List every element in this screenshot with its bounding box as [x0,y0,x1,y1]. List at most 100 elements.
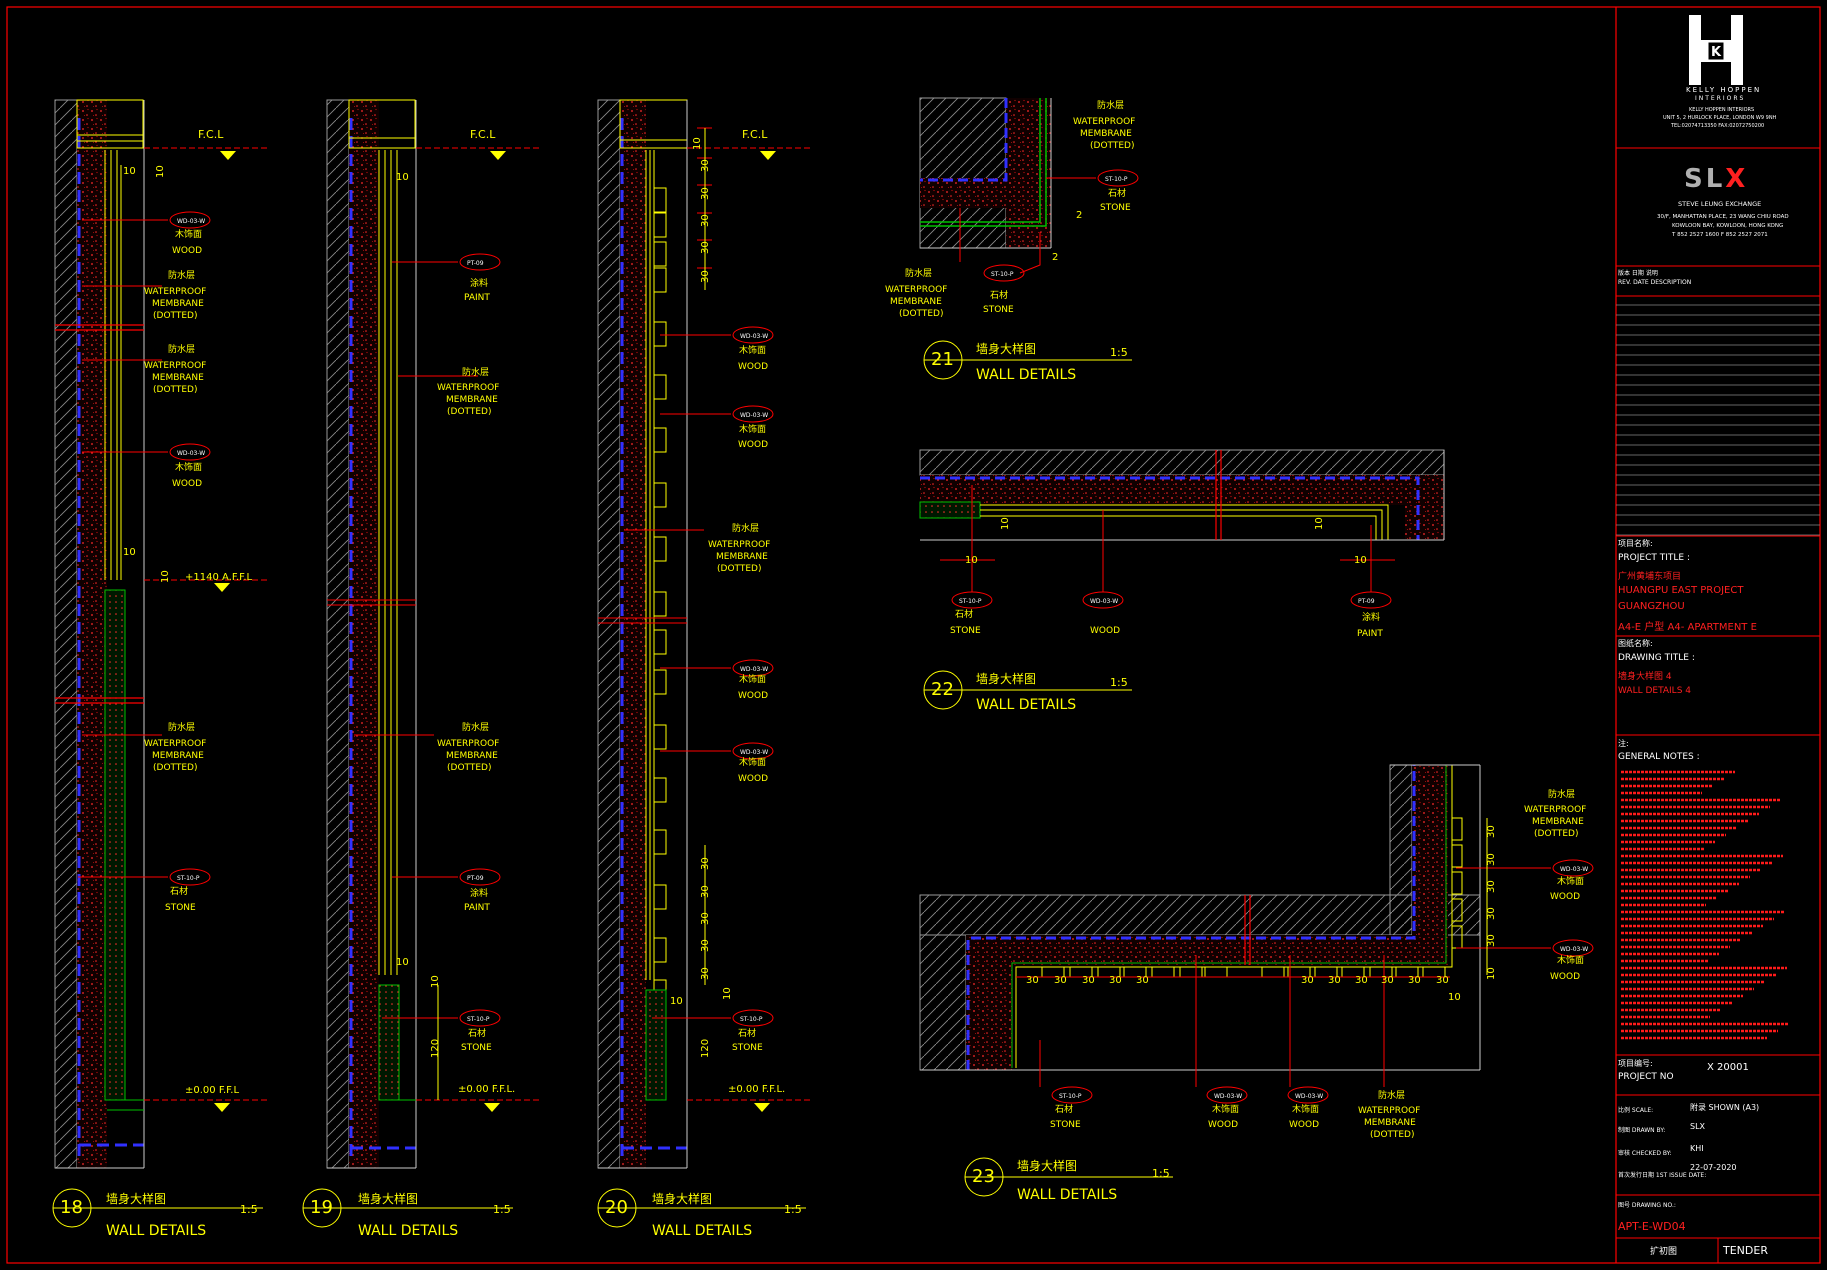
wp-label-3: (DOTTED) [1090,141,1135,151]
stone-cn: 石材 [468,1027,486,1039]
material-tag [732,326,774,344]
material-tag [732,742,774,760]
wood-strip [653,777,667,803]
dim-10: 10 [1314,517,1325,530]
checked-by-label: 审核 CHECKED BY: [1618,1150,1672,1157]
detail-number: 23 [972,1166,995,1187]
wood-strip [653,482,667,508]
material-tag-code: WD-03-W [1090,598,1118,605]
dim-30: 30 [1436,975,1449,986]
level-marker [214,583,230,592]
detail-23 [919,764,1481,1071]
material-tag-code: ST-10-P [1059,1093,1082,1100]
project-no-cn: 项目编号: [1618,1059,1653,1068]
material-tag-code: PT-09 [1358,598,1375,605]
wood-strip [653,591,667,617]
sheet-frame [6,6,1821,1264]
wp-label-3: (DOTTED) [717,564,762,574]
dim-30: 30 [1486,853,1497,866]
issue-date-value: 22-07-2020 [1690,1163,1737,1172]
wood-cn: 木饰面 [1292,1103,1319,1115]
stone-label: STONE [461,1043,492,1053]
wood-label: WOOD [1090,626,1120,636]
dim-30: 30 [1408,975,1421,986]
title-block-grid [1616,147,1820,1263]
drawing-no-value: APT-E-WD04 [1618,1220,1686,1233]
wood-label: WOOD [738,691,768,701]
material-tag [1097,169,1139,187]
material-tag-code: WD-03-W [740,666,768,673]
dim-30: 30 [700,885,711,898]
material-tag [1552,939,1594,957]
slx-logo-text: SL [1684,164,1726,194]
wp-label-2: MEMBRANE [716,552,768,562]
detail-20 [597,99,688,1169]
detail-20-wood-strips [653,187,667,1005]
stone-label: STONE [1100,203,1131,213]
wood-strip [653,669,667,695]
detail-scale: 1:5 [1152,1167,1170,1180]
detail-title-23: 23 墙身大样图 1:5 WALL DETAILS [964,1157,1173,1203]
wp-cn: 防水层 [1378,1089,1405,1101]
wood-cn: 木饰面 [1557,954,1584,966]
material-tag-code: ST-10-P [991,271,1014,278]
wood-strip [653,321,667,347]
detail-title-en: WALL DETAILS [358,1223,458,1239]
wood-strip [1451,898,1463,922]
wp-cn: 防水层 [905,267,932,279]
wp-label-3: (DOTTED) [153,763,198,773]
detail-number: 19 [310,1197,333,1218]
general-notes-cn: 注: [1618,739,1629,748]
leader-line [1019,232,1041,274]
revision-header-en: REV. DATE DESCRIPTION [1618,279,1692,286]
detail-title-22: 22 墙身大样图 1:5 WALL DETAILS [923,670,1132,713]
project-no-en: PROJECT NO [1618,1072,1674,1082]
detail-title-21: 21 墙身大样图 1:5 WALL DETAILS [923,340,1132,383]
material-tag [169,443,211,461]
detail-title-en: WALL DETAILS [1017,1187,1117,1203]
paint-cn: 涂料 [1362,611,1380,623]
dim-30: 30 [700,939,711,952]
designer-sub: INTERIORS [1695,95,1746,102]
dim-10: 10 [965,555,978,566]
stage-cn: 扩初图 [1650,1247,1678,1257]
detail-title-cn: 墙身大样图 [1017,1158,1077,1173]
notes-block [1621,770,1789,1040]
stone-cn: 石材 [990,289,1008,301]
detail-titles: 18 墙身大样图 1:5 WALL DETAILS 19 墙身大样图 1:5 W… [52,340,1173,1239]
ffl-label: ±0.00 F.F.L [185,1085,239,1096]
wp-label-2: MEMBRANE [152,373,204,383]
material-tag-code: WD-03-W [740,412,768,419]
project-line-1: 广州黄埔东项目 [1618,572,1682,582]
drawing-title-line-2: WALL DETAILS 4 [1618,686,1691,696]
material-tag [459,868,501,886]
material-tag-code: ST-10-P [467,1016,490,1023]
wood-label: WOOD [1208,1120,1238,1130]
wood-strip [653,374,667,400]
slx-logo: SLX [1684,164,1748,194]
material-tag [983,264,1025,282]
wp-label-2: MEMBRANE [1364,1118,1416,1128]
wood-strip [653,829,667,855]
dim-30: 30 [700,270,711,283]
detail-22 [919,449,1445,541]
wp-label-2: MEMBRANE [890,297,942,307]
level-marker [214,1103,230,1112]
detail-21 [919,97,1052,249]
wp-label-3: (DOTTED) [447,407,492,417]
dim-30: 30 [700,241,711,254]
wp-label-1: WATERPROOF [1358,1106,1420,1116]
level-marker [484,1103,500,1112]
designer-address-1: KELLY HOPPEN INTERIORS [1689,107,1755,113]
dim-10: 10 [123,547,136,558]
detail-title-19: 19 墙身大样图 1:5 WALL DETAILS [302,1188,513,1239]
wp-label-1: WATERPROOF [1524,805,1586,815]
material-tag [1287,1086,1329,1104]
material-tag-code: WD-03-W [177,450,205,457]
material-tag-code: WD-03-W [1295,1093,1323,1100]
wp-label-2: MEMBRANE [446,751,498,761]
project-line-3: GUANGZHOU [1618,601,1685,612]
wp-label-3: (DOTTED) [1370,1130,1415,1140]
dim-2: 2 [1052,252,1058,263]
